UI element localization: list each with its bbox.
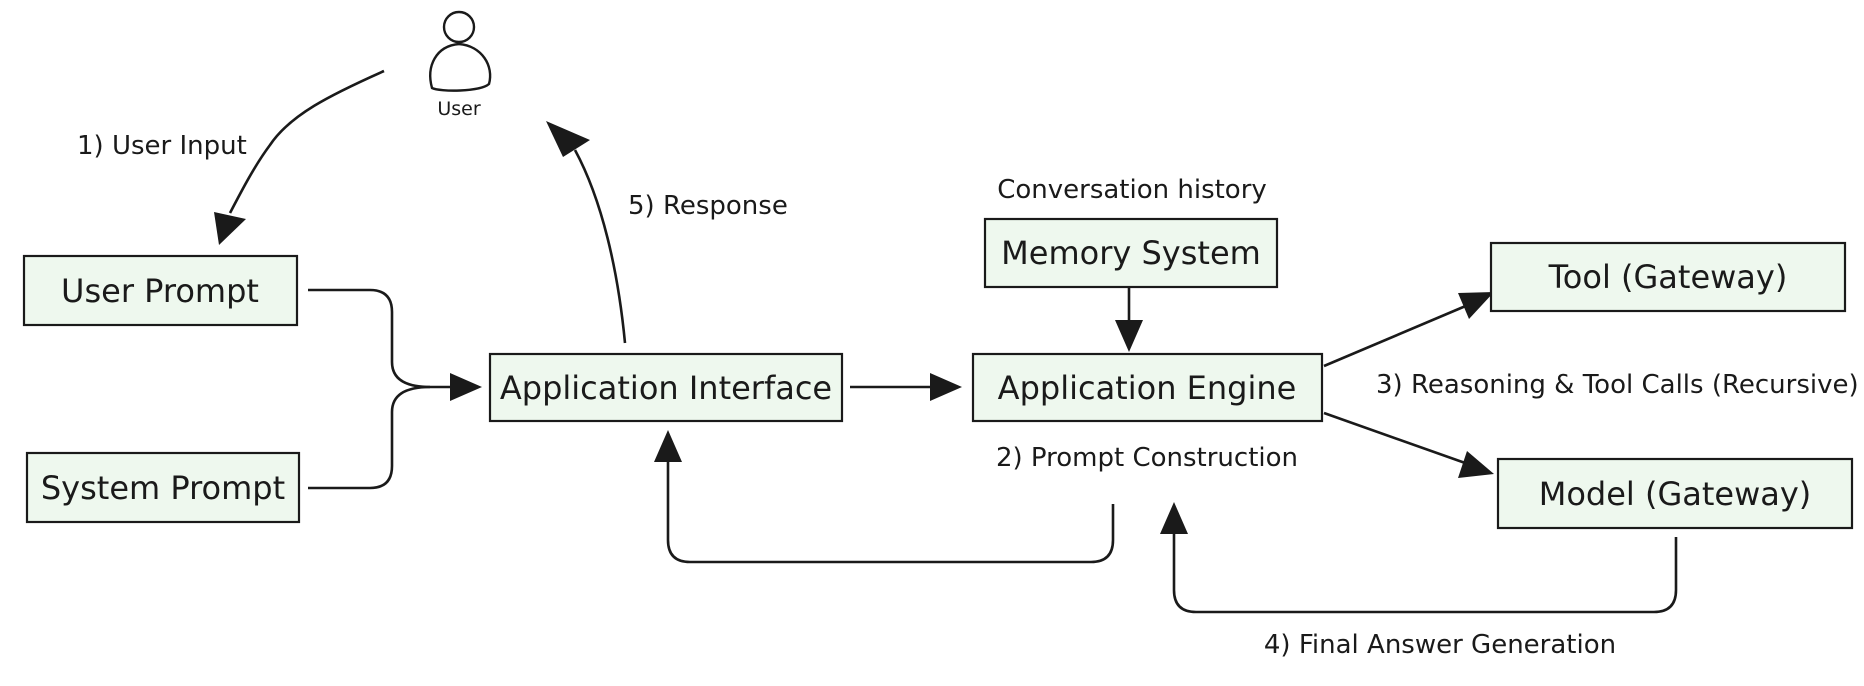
user-actor: User [429,10,492,120]
node-memory-system[interactable]: Memory System [983,217,1279,289]
label-conversation-history: Conversation history [997,175,1267,205]
node-model-gateway-label: Model (Gateway) [1539,475,1812,513]
node-tool-gateway-label: Tool (Gateway) [1548,258,1788,296]
arrowhead-memory-to-engine [1115,320,1143,352]
node-application-engine-label: Application Engine [998,369,1297,407]
node-memory-system-label: Memory System [1001,234,1261,272]
label-user-input: 1) User Input [77,131,247,161]
arrowhead-engine-to-model [1458,451,1494,478]
arrowhead-user-input [214,212,246,245]
label-prompt-construction: 2) Prompt Construction [996,443,1298,473]
node-application-interface-label: Application Interface [500,369,832,407]
edge-prompt-construction [666,460,1115,564]
node-model-gateway[interactable]: Model (Gateway) [1496,457,1854,530]
arrowhead-prompt-construction [654,430,682,462]
arrowhead-prompts-to-interface [450,373,482,401]
arrowhead-interface-to-engine [930,373,962,401]
user-actor-head [442,10,476,44]
node-tool-gateway[interactable]: Tool (Gateway) [1489,241,1847,313]
node-application-engine[interactable]: Application Engine [971,352,1324,423]
edge-user-input [228,69,385,214]
edge-response [573,149,627,344]
node-system-prompt-label: System Prompt [41,469,285,507]
edge-final-answer [1172,532,1678,614]
arrowhead-engine-to-tool [1458,292,1494,319]
label-response: 5) Response [628,191,788,221]
arrowhead-final-answer [1160,502,1188,534]
node-application-interface[interactable]: Application Interface [488,352,844,423]
arrowhead-response [546,121,590,157]
label-reasoning-tool-calls: 3) Reasoning & Tool Calls (Recursive) [1376,370,1859,400]
edge-engine-to-model [1323,411,1469,466]
node-user-prompt[interactable]: User Prompt [22,254,299,327]
node-user-prompt-label: User Prompt [61,272,259,310]
edge-engine-to-tool [1323,303,1469,368]
user-actor-label: User [437,98,480,120]
edge-user-prompt-to-interface [308,288,452,389]
user-actor-body [429,42,492,92]
label-final-answer: 4) Final Answer Generation [1264,630,1616,660]
edge-system-prompt-to-interface [308,385,431,490]
node-system-prompt[interactable]: System Prompt [25,451,301,524]
